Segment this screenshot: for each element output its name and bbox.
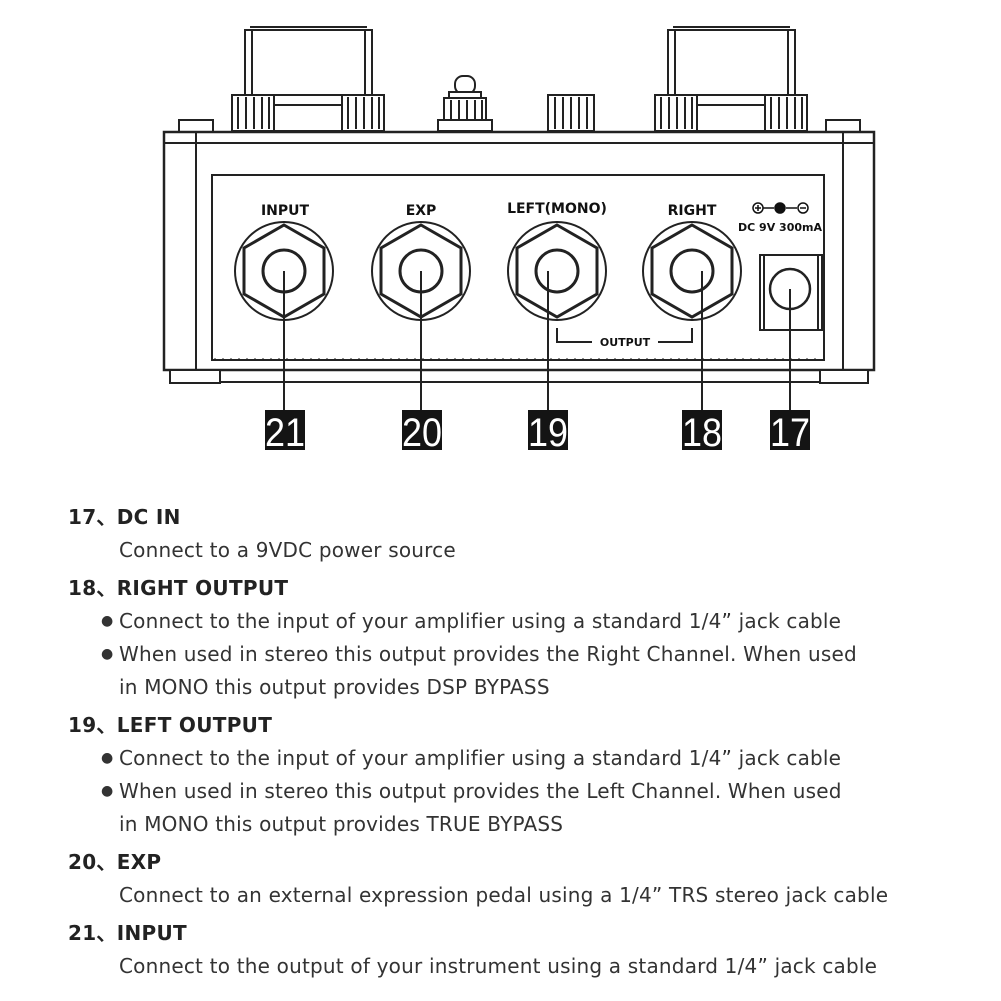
polarity-symbol-icon xyxy=(752,202,809,214)
callout-21: 21 xyxy=(265,410,305,455)
bullet-continuation: in MONO this output provides TRUE BYPASS xyxy=(119,812,564,836)
svg-text:21: 21 xyxy=(265,411,305,455)
connector-descriptions: 17、DC IN Connect to a 9VDC power source … xyxy=(0,500,1001,983)
callout-19: 19 xyxy=(528,410,568,455)
svg-text:18: 18 xyxy=(682,411,722,455)
bullet-icon: ● xyxy=(101,750,114,766)
bullet-item: ●Connect to the input of your amplifier … xyxy=(101,605,1001,638)
callout-20: 20 xyxy=(402,410,442,455)
top-toggle-switch xyxy=(437,75,493,132)
bullet-icon: ● xyxy=(101,613,114,629)
callout-18: 18 xyxy=(682,410,722,455)
bullet-icon: ● xyxy=(101,646,114,662)
item-heading: 18、RIGHT OUTPUT xyxy=(68,576,289,600)
svg-text:20: 20 xyxy=(402,411,442,455)
item-description: Connect to a 9VDC power source xyxy=(119,538,456,562)
left-footswitch-housing xyxy=(231,26,385,132)
svg-text:17: 17 xyxy=(770,411,810,455)
bullet-icon: ● xyxy=(101,783,114,799)
item-heading: 20、EXP xyxy=(68,850,162,874)
right-footswitch-housing xyxy=(654,26,808,132)
bullet-item: ●Connect to the input of your amplifier … xyxy=(101,742,1001,775)
item-heading: 17、DC IN xyxy=(68,505,181,529)
item-right-output: 18、RIGHT OUTPUT ●Connect to the input of… xyxy=(0,571,1001,704)
pedal-rear-panel-diagram: INPUT EXP LEFT(MONO) RIGHT DC 9V 300mA O… xyxy=(162,26,876,455)
callout-17: 17 xyxy=(770,410,810,455)
item-heading: 19、LEFT OUTPUT xyxy=(68,713,273,737)
output-bracket-label: OUTPUT xyxy=(600,336,651,349)
item-description: Connect to an external expression pedal … xyxy=(119,883,889,907)
item-dc-in: 17、DC IN Connect to a 9VDC power source xyxy=(0,500,1001,567)
bullet-item: ●When used in stereo this output provide… xyxy=(101,638,1001,671)
bullet-item: ●When used in stereo this output provide… xyxy=(101,775,1001,808)
top-knob xyxy=(547,94,595,132)
pedal-enclosure xyxy=(162,130,876,384)
item-description: Connect to the output of your instrument… xyxy=(119,954,878,978)
output-bracket xyxy=(556,328,592,343)
item-heading: 21、INPUT xyxy=(68,921,187,945)
item-exp: 20、EXP Connect to an external expression… xyxy=(0,845,1001,912)
power-rating-label: DC 9V 300mA xyxy=(738,221,822,234)
input-jack-label: INPUT xyxy=(261,203,310,219)
bullet-continuation: in MONO this output provides DSP BYPASS xyxy=(119,675,550,699)
exp-jack-label: EXP xyxy=(406,203,437,219)
left-mono-jack-label: LEFT(MONO) xyxy=(507,201,607,217)
left-mono-output-jack xyxy=(507,221,607,321)
right-output-jack xyxy=(642,221,742,321)
right-jack-label: RIGHT xyxy=(668,203,717,219)
item-left-output: 19、LEFT OUTPUT ●Connect to the input of … xyxy=(0,708,1001,841)
svg-text:19: 19 xyxy=(528,411,568,455)
item-input: 21、INPUT Connect to the output of your i… xyxy=(0,916,1001,983)
